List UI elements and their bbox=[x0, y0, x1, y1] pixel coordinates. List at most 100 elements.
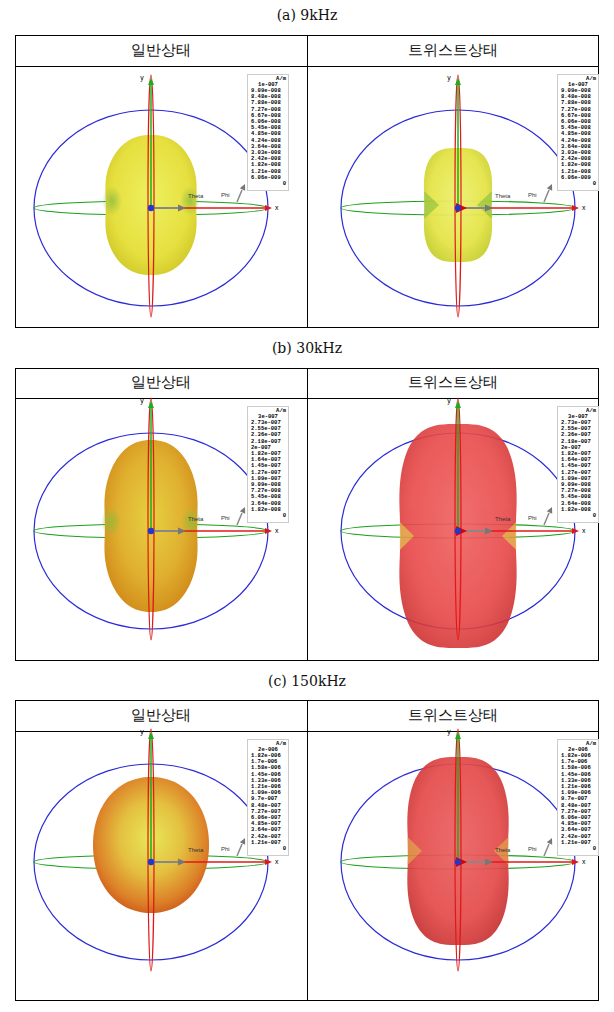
axis-label: Phi bbox=[528, 846, 537, 852]
pattern-pinch bbox=[477, 191, 492, 219]
scale-value: 6.06e-008 bbox=[251, 119, 281, 125]
scale-value: 9.7e-007 bbox=[251, 796, 277, 802]
scale-value: 9.09e-008 bbox=[251, 88, 281, 94]
axis-head bbox=[265, 859, 272, 865]
phi-arrow bbox=[544, 513, 549, 525]
scale-value: 2.73e-007 bbox=[251, 420, 281, 426]
scale-value: 7.27e-008 bbox=[561, 488, 591, 494]
scale-value: 7.27e-008 bbox=[251, 488, 281, 494]
scale-value: 2.18e-007 bbox=[251, 439, 281, 445]
axis-label: Theta bbox=[188, 847, 203, 853]
scale-value: 1.64e-007 bbox=[561, 457, 591, 463]
phi-arrow bbox=[544, 190, 549, 202]
axis-head bbox=[455, 732, 461, 739]
axis-label: y bbox=[140, 397, 144, 404]
scale-value: 5.45e-008 bbox=[561, 125, 591, 131]
scale-value: 4.85e-007 bbox=[561, 821, 591, 827]
y-axis bbox=[457, 407, 459, 531]
scale-value: 7.27e-008 bbox=[561, 107, 591, 113]
axis-head bbox=[485, 205, 493, 212]
axis-head bbox=[240, 838, 245, 845]
y-axis bbox=[150, 738, 152, 862]
scale-value: 1e-007 bbox=[568, 82, 588, 88]
scale-value: 2.42e-007 bbox=[251, 834, 281, 840]
origin-dot bbox=[455, 528, 461, 534]
axis-head bbox=[178, 528, 186, 535]
scale-value: 1.58e-006 bbox=[561, 765, 591, 771]
scale-value: 4.85e-008 bbox=[561, 131, 591, 137]
axis-label: Theta bbox=[188, 193, 203, 199]
scale-value: 1.21e-008 bbox=[251, 169, 281, 175]
phi-arrow bbox=[237, 513, 242, 525]
scale-unit: A/m bbox=[276, 741, 286, 747]
table-rule bbox=[307, 700, 308, 1000]
scale-value: 7.27e-008 bbox=[251, 107, 281, 113]
scale-value: 8.48e-008 bbox=[561, 94, 591, 100]
pattern-pinch bbox=[408, 837, 422, 865]
scale-value: 1.7e-006 bbox=[561, 759, 587, 765]
scale-value: 4.24e-008 bbox=[561, 138, 591, 144]
axis-label: Phi bbox=[528, 515, 537, 521]
axis-label: x bbox=[275, 527, 279, 534]
scale-value: 2e-006 bbox=[568, 747, 588, 753]
scale-value: 1.45e-006 bbox=[561, 772, 591, 778]
scale-value: 1e-007 bbox=[258, 82, 278, 88]
pattern-pinch bbox=[424, 191, 439, 219]
scale-value: 1.82e-007 bbox=[251, 451, 281, 457]
scale-unit: A/m bbox=[586, 408, 596, 414]
scale-value: 5.45e-008 bbox=[251, 125, 281, 131]
x-axis bbox=[458, 207, 574, 209]
scale-value: 1.09e-007 bbox=[561, 476, 591, 482]
axis-label: x bbox=[275, 204, 279, 211]
pattern-pinch bbox=[400, 522, 414, 550]
scale-value: 1.21e-007 bbox=[561, 840, 591, 846]
scale-value: 9.7e-007 bbox=[561, 796, 587, 802]
table-rule bbox=[307, 35, 308, 327]
scale-box bbox=[248, 75, 289, 191]
radiation-pattern bbox=[341, 75, 579, 317]
axis-head bbox=[265, 205, 272, 211]
theta-arrow bbox=[151, 530, 179, 532]
scale-unit: A/m bbox=[586, 76, 596, 82]
scale-value: 6.06e-007 bbox=[561, 815, 591, 821]
subfigure-caption: (a) 9kHz bbox=[277, 8, 338, 22]
axis-head bbox=[547, 184, 552, 191]
scale-value: 3.64e-008 bbox=[251, 144, 281, 150]
scale-value: 7.27e-007 bbox=[251, 809, 281, 815]
axis-head bbox=[455, 78, 461, 85]
theta-arrow bbox=[151, 207, 179, 209]
scale-value: 1.21e-006 bbox=[251, 784, 281, 790]
scale-value: 5.45e-008 bbox=[561, 494, 591, 500]
y-axis bbox=[150, 84, 152, 208]
scale-value: 3e-007 bbox=[568, 414, 588, 420]
scale-value: 1.27e-007 bbox=[251, 470, 281, 476]
scale-value: 9.09e-008 bbox=[561, 482, 591, 488]
axis-label: Theta bbox=[495, 193, 510, 199]
axis-head bbox=[485, 528, 493, 535]
axis-label: x bbox=[275, 858, 279, 865]
axis-head bbox=[148, 78, 154, 85]
scale-value: 3.03e-008 bbox=[561, 150, 591, 156]
scale-value: 3.64e-008 bbox=[251, 501, 281, 507]
origin-dot bbox=[148, 205, 154, 211]
axis-label: Theta bbox=[495, 516, 510, 522]
meridian bbox=[148, 398, 154, 640]
subfigure-caption: (b) 30kHz bbox=[272, 341, 342, 355]
scale-value: 1.09e-006 bbox=[561, 790, 591, 796]
table-border bbox=[16, 36, 599, 328]
scale-value: 1.82e-008 bbox=[561, 162, 591, 168]
subfigure-caption: (c) 150kHz bbox=[268, 674, 346, 688]
y-axis bbox=[457, 84, 459, 208]
x-axis bbox=[458, 530, 574, 532]
axis-head bbox=[547, 507, 552, 514]
axis-head bbox=[178, 859, 186, 866]
axis-label: x bbox=[582, 204, 586, 211]
radiation-pattern bbox=[34, 75, 272, 317]
scale-value: 0 bbox=[593, 181, 596, 187]
axis-label: Phi bbox=[221, 192, 230, 198]
table-border bbox=[16, 701, 599, 1001]
column-header: 일반상태 bbox=[131, 708, 191, 723]
scale-value: 1.82e-008 bbox=[561, 507, 591, 513]
